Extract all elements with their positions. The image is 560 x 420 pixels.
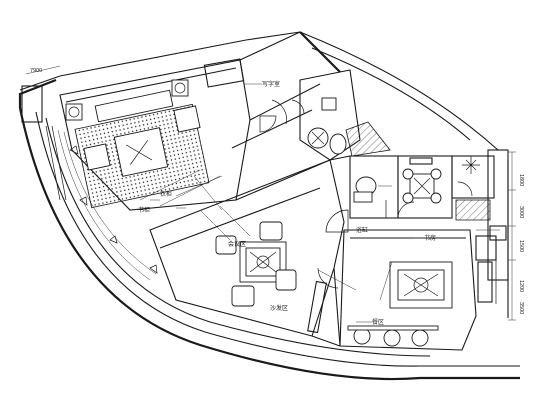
sofa-back [94, 89, 174, 123]
label-top-room: 写字室 [262, 80, 280, 88]
label-left-mid: 衣柜 [160, 190, 172, 198]
partition-walls [307, 155, 351, 347]
room-bathroom [349, 155, 495, 219]
vanity [353, 191, 373, 203]
stool-2 [383, 329, 401, 347]
small-cabinet [321, 97, 337, 111]
corridor [175, 31, 331, 211]
right-column [475, 149, 509, 318]
wardrobe [203, 58, 245, 88]
armchair-right [173, 105, 201, 133]
label-bottom-right-room: 餐区 [372, 318, 384, 326]
dim-3: 1500 [518, 240, 524, 252]
chair-2 [259, 221, 283, 241]
side-table-1 [65, 103, 83, 121]
armchair-left [83, 143, 111, 171]
bed [113, 127, 169, 177]
dim-5: 3500 [518, 302, 524, 314]
chair-3 [275, 269, 297, 291]
dim-2: 3000 [518, 206, 524, 218]
exterior-plants [69, 145, 158, 274]
label-bottom-left-room: 沙发区 [270, 304, 288, 312]
structural-hatch [345, 121, 491, 221]
round-table-2 [329, 133, 347, 155]
room-top-left [59, 58, 251, 211]
label-right-mid-room: 书房 [424, 234, 436, 242]
side-table-2 [171, 79, 189, 97]
dimension-lines [25, 65, 516, 321]
left-bay [21, 85, 158, 281]
label-left-low: 书柜 [138, 206, 150, 214]
room-right-lower [339, 229, 477, 351]
door-swings [317, 200, 387, 289]
leader-lines [150, 83, 424, 323]
label-center-room: 会议区 [228, 240, 246, 248]
room-upper-middle [271, 69, 361, 161]
label-right-bath: 浴缸 [356, 226, 368, 234]
dim-top: 7900 [30, 68, 42, 74]
dim-1: 1800 [518, 174, 524, 186]
dim-4: 1200 [518, 280, 524, 292]
chair-4 [231, 285, 255, 307]
outer-wall [18, 31, 520, 381]
stool-3 [411, 329, 429, 347]
